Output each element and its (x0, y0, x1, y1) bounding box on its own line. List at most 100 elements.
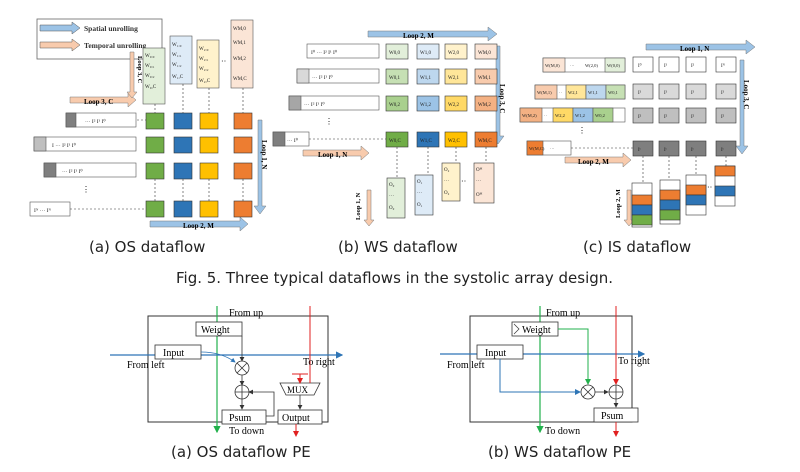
svg-text:W1,2: W1,2 (420, 103, 431, 108)
is-loop-left: Loop 2, M (578, 158, 609, 166)
os-pe-output: Output (282, 413, 310, 424)
svg-text:W₁,₀: W₁,₀ (172, 43, 182, 48)
os-pe-from-up: From up (229, 308, 263, 319)
svg-text:Iᴺ ··· Iᴺ: Iᴺ ··· Iᴺ (34, 208, 51, 214)
svg-text:··: ·· (544, 113, 547, 118)
svg-text:I²: I² (721, 114, 725, 120)
svg-text:Iᶜ: Iᶜ (638, 148, 642, 153)
svg-text:Iᴺ: Iᴺ (721, 63, 726, 69)
os-loop-bottom: Loop 2, M (183, 222, 214, 230)
is-loop-bottom-left: Loop 2, M (615, 189, 622, 218)
svg-text:··· I² I¹ I⁰: ··· I² I¹ I⁰ (85, 118, 106, 125)
is-caption: (c) IS dataflow (583, 238, 692, 256)
svg-text:W1,C: W1,C (420, 139, 432, 144)
ws-pe-caption: (b) WS dataflow PE (488, 443, 632, 461)
os-loop-top: Loop 3, C (84, 98, 113, 106)
svg-text:WM,2: WM,2 (478, 103, 491, 108)
svg-text:Oᴹ: Oᴹ (476, 167, 483, 173)
svg-text:···: ··· (389, 194, 394, 199)
svg-text:W0,C: W0,C (389, 139, 401, 144)
svg-text:W1,1: W1,1 (420, 76, 431, 81)
svg-text:WM,1: WM,1 (478, 76, 491, 81)
svg-text:I¹: I¹ (721, 90, 725, 96)
svg-text:W(M,0): W(M,0) (545, 63, 560, 69)
os-pe-weight: Weight (201, 325, 230, 336)
figure-5-caption: Fig. 5. Three typical dataflows in the s… (176, 269, 614, 287)
ws-dataflow-diagram: Loop 2, M Loop 3, C Loop 1, N Loop 1, N … (272, 26, 506, 227)
svg-text:I⁰ ··· I² I¹ I⁰: I⁰ ··· I² I¹ I⁰ (311, 49, 338, 56)
svg-text:··· I² I¹ I⁰: ··· I² I¹ I⁰ (312, 74, 333, 81)
svg-text:I²: I² (638, 114, 642, 120)
svg-text:I¹: I¹ (664, 90, 668, 96)
svg-text:W₂,₁: W₂,₁ (199, 57, 209, 62)
ws-loop-left: Loop 1, N (318, 151, 347, 159)
svg-text:··: ·· (707, 183, 712, 192)
os-loop-weights: Loop 3, C (136, 56, 143, 84)
svg-text:W₀,₁: W₀,₁ (145, 64, 155, 69)
os-pe-diagram: From up Weight Input From left To right … (110, 306, 344, 437)
os-loop-right: Loop 1, N (260, 140, 268, 169)
svg-text:W2,C: W2,C (448, 139, 460, 144)
temporal-arrow-icon (39, 38, 81, 52)
svg-text:I²: I² (664, 114, 668, 120)
svg-text:O₂: O₂ (444, 168, 450, 173)
svg-text:WM,0: WM,0 (233, 27, 246, 32)
svg-text:⋮: ⋮ (325, 117, 333, 126)
svg-text:⋮: ⋮ (578, 126, 586, 135)
svg-text:···: ··· (417, 191, 422, 196)
svg-text:W₂,C: W₂,C (199, 79, 211, 84)
ws-pe-psum: Psum (601, 411, 623, 422)
ws-loop-right: Loop 3, C (498, 84, 506, 113)
spatial-arrow-icon (39, 21, 81, 35)
os-caption: (a) OS dataflow (89, 238, 206, 256)
svg-text:W2,1: W2,1 (568, 90, 578, 96)
svg-text:W1,1: W1,1 (588, 90, 598, 96)
svg-text:WM,C: WM,C (233, 77, 247, 82)
svg-text:W0,2: W0,2 (389, 103, 400, 108)
svg-text:W(2,0): W(2,0) (585, 63, 598, 69)
svg-text:···: ··· (550, 146, 555, 151)
svg-text:W(M,C): W(M,C) (529, 146, 545, 152)
svg-text:W0,0: W0,0 (389, 51, 400, 56)
svg-text:··: ·· (559, 90, 562, 95)
os-pe-mux: MUX (287, 385, 309, 395)
svg-text:I¹: I¹ (638, 90, 642, 96)
svg-text:···: ··· (476, 179, 481, 184)
os-pe-input: Input (163, 348, 184, 359)
svg-text:W₀,C: W₀,C (145, 85, 157, 90)
svg-text:W₀,₀: W₀,₀ (145, 54, 155, 59)
svg-text:WM,1: WM,1 (233, 41, 246, 46)
svg-text:O₂: O₂ (444, 191, 450, 196)
svg-text:W2,2: W2,2 (555, 113, 565, 119)
svg-text:W₀,₂: W₀,₂ (145, 74, 155, 79)
svg-text:W0,1: W0,1 (389, 76, 400, 81)
svg-text:···: ··· (570, 63, 575, 68)
ws-pe-to-down: To down (545, 426, 580, 437)
is-loop-right: Loop 3, C (742, 80, 750, 109)
svg-text:W0,1: W0,1 (608, 90, 618, 96)
svg-text:W₁,₁: W₁,₁ (172, 53, 182, 58)
svg-text:W₂,₀: W₂,₀ (199, 47, 209, 52)
os-pe-psum: Psum (229, 413, 251, 424)
ws-pe-from-left: From left (447, 360, 485, 371)
svg-text:W₂,₂: W₂,₂ (199, 67, 209, 72)
svg-text:O₁: O₁ (417, 203, 423, 208)
svg-text:O₀: O₀ (389, 183, 395, 188)
svg-text:W2,0: W2,0 (448, 51, 459, 56)
svg-text:··: ·· (461, 177, 466, 186)
ws-caption: (b) WS dataflow (338, 238, 458, 256)
svg-text:··· I² I¹ I⁰: ··· I² I¹ I⁰ (62, 168, 83, 175)
ws-pe-from-up: From up (546, 308, 580, 319)
svg-text:I¹: I¹ (691, 90, 695, 96)
is-loop-top: Loop 1, N (680, 45, 709, 53)
svg-text:W(M,2): W(M,2) (522, 113, 537, 119)
svg-text:O₀: O₀ (389, 206, 395, 211)
os-pe-from-left: From left (127, 360, 165, 371)
svg-text:I²: I² (691, 63, 695, 69)
svg-text:Iᶜ: Iᶜ (721, 148, 725, 153)
ws-pe-diagram: From up Weight Input From left To right … (440, 306, 650, 437)
svg-text:WM,2: WM,2 (233, 57, 246, 62)
svg-text:W0,2: W0,2 (595, 113, 605, 119)
svg-text:W(0,0): W(0,0) (607, 63, 620, 69)
